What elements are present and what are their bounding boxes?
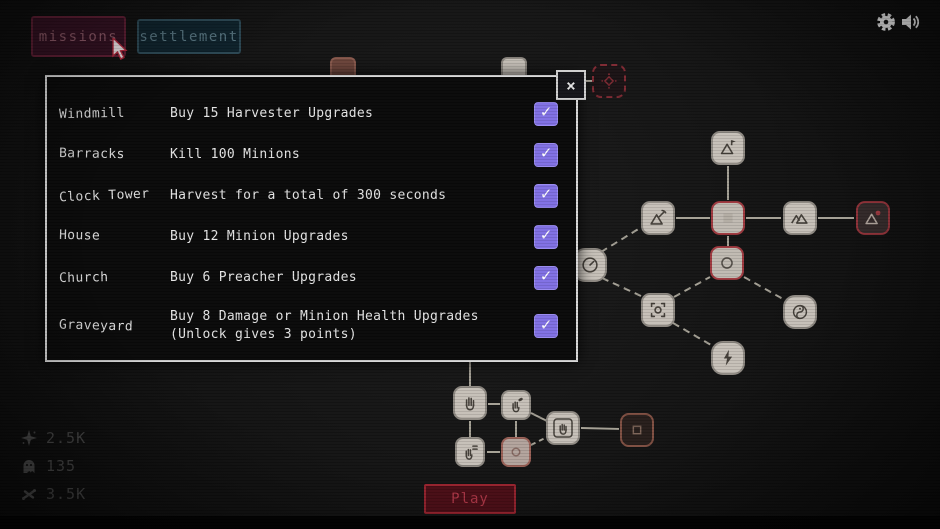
settings-group (875, 11, 922, 33)
mission-name: House (58, 227, 101, 244)
play-button[interactable]: Play (424, 484, 516, 514)
missions-dialog: × Windmill Buy 15 Harvester Upgrades ✓ B… (45, 70, 586, 362)
node-gauge-icon[interactable] (573, 248, 607, 282)
resource-value: 135 (46, 456, 77, 475)
tab-settlement-label: settlement (139, 28, 239, 45)
sparkle-icon (19, 428, 38, 447)
resource-counters: 2.5K 135 3.5K (19, 428, 86, 503)
tab-settlement[interactable]: settlement (137, 19, 241, 54)
node-mountain-pickaxe-icon[interactable] (641, 201, 675, 235)
gear-icon[interactable] (875, 11, 897, 33)
check-icon: ✓ (540, 266, 552, 286)
mission-description: Harvest for a total of 300 seconds (170, 187, 447, 203)
mission-description: Kill 100 Minions (170, 146, 301, 162)
close-icon: × (566, 75, 576, 95)
tab-missions-label: missions (38, 28, 119, 45)
node-clipped-gray[interactable] (501, 57, 527, 75)
check-icon: ✓ (540, 102, 552, 122)
mission-description: Buy 15 Harvester Upgrades (170, 105, 374, 121)
mission-name: Clock Tower (58, 186, 150, 206)
mission-checkbox[interactable]: ✓ (534, 101, 558, 126)
mission-name: Barracks (58, 146, 125, 163)
node-hand-ornate-icon[interactable] (546, 411, 580, 445)
mission-description: Buy 12 Minion Upgrades (170, 228, 349, 244)
check-icon: ✓ (540, 184, 552, 204)
mission-description: Buy 8 Damage or Minion Health Upgrades(U… (170, 309, 479, 342)
check-icon: ✓ (540, 225, 552, 245)
mission-row-windmill: Windmill Buy 15 Harvester Upgrades ✓ (59, 93, 558, 134)
ghost-icon (19, 456, 38, 475)
node-hand-bars-icon[interactable] (455, 437, 485, 467)
mission-name: Graveyard (58, 316, 134, 335)
node-gem-icon[interactable] (592, 64, 626, 98)
node-locked-red[interactable] (620, 413, 654, 447)
mission-checkbox[interactable]: ✓ (534, 142, 558, 167)
node-hand-leaf-icon[interactable] (501, 390, 531, 420)
node-mountain-flag-icon[interactable] (711, 131, 745, 165)
resource-row: 135 (19, 456, 86, 475)
letterbox-bar (0, 516, 940, 529)
node-mountain-sun-icon[interactable] (856, 201, 890, 235)
mission-checkbox[interactable]: ✓ (534, 183, 558, 208)
node-hand-icon[interactable] (453, 386, 487, 420)
mission-row-church: Church Buy 6 Preacher Upgrades ✓ (59, 257, 558, 298)
check-icon: ✓ (540, 143, 552, 163)
mission-name: Church (58, 270, 109, 286)
node-yinyang-icon[interactable] (783, 295, 817, 329)
mission-row-house: House Buy 12 Minion Upgrades ✓ (59, 216, 558, 257)
mission-checkbox[interactable]: ✓ (534, 224, 558, 249)
node-two-mountains-icon[interactable] (783, 201, 817, 235)
resource-row: 3.5K (19, 484, 86, 503)
resource-value: 2.5K (46, 428, 87, 447)
mission-row-graveyard: Graveyard Buy 8 Damage or Minion Health … (59, 298, 558, 354)
mission-checkbox[interactable]: ✓ (534, 314, 558, 338)
node-selected[interactable] (711, 201, 745, 235)
resource-value: 3.5K (46, 484, 87, 503)
close-button[interactable]: × (556, 70, 586, 100)
mission-description: Buy 6 Preacher Upgrades (170, 269, 357, 285)
node-faint-red[interactable] (501, 437, 531, 467)
mission-row-barracks: Barracks Kill 100 Minions ✓ (59, 134, 558, 175)
speaker-icon[interactable] (900, 11, 922, 33)
mouse-cursor-icon (112, 38, 128, 60)
node-circle-red[interactable] (710, 246, 744, 280)
mission-checkbox[interactable]: ✓ (534, 265, 558, 290)
play-button-label: Play (451, 491, 489, 507)
mission-name: Windmill (58, 105, 125, 123)
check-icon: ✓ (540, 314, 552, 335)
node-clipped-red[interactable] (330, 57, 356, 75)
bones-icon (19, 484, 38, 503)
node-capture-frame-icon[interactable] (641, 293, 675, 327)
node-lightning-icon[interactable] (711, 341, 745, 375)
mission-row-clock-tower: Clock Tower Harvest for a total of 300 s… (59, 175, 558, 216)
resource-row: 2.5K (19, 428, 86, 447)
